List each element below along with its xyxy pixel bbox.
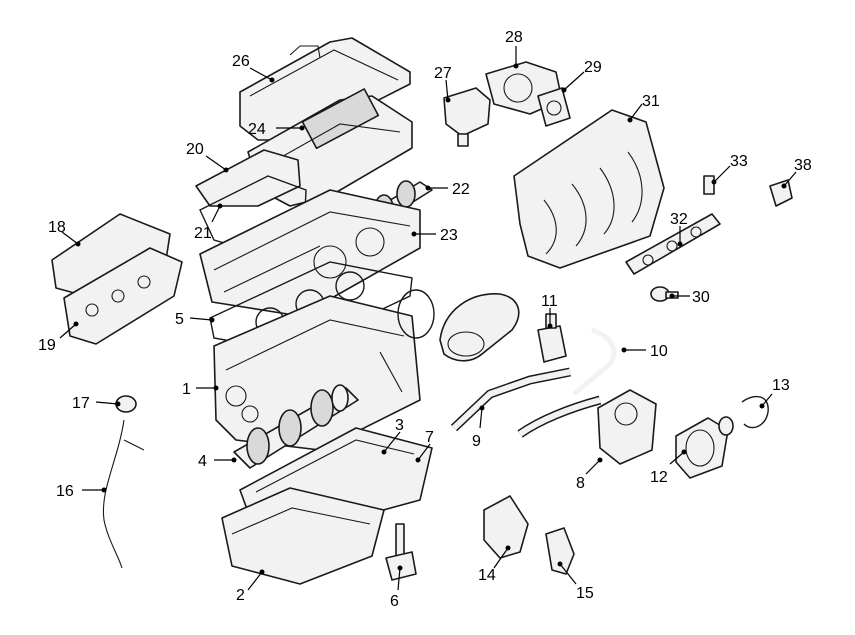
callout-29: 29 [584,59,602,76]
callout-38: 38 [794,157,812,174]
water-pump-part [675,416,734,479]
callout-33: 33 [730,153,748,170]
bracket-14-part [483,495,529,559]
crankshaft-part [233,384,359,469]
intake-elbow-part [397,289,520,362]
callout-13: 13 [772,377,790,394]
throttle-gasket-part [537,87,571,127]
engine-cover-part [239,37,411,141]
bracket-15-part [545,527,575,575]
sensor-30-part [650,286,679,302]
oil-pickup-part [385,523,417,581]
callout-24: 24 [248,121,266,138]
callout-31: 31 [642,93,660,110]
callout-5: 5 [175,311,184,328]
exhaust-manifold-part [51,213,183,345]
callout-28: 28 [505,29,523,46]
callout-10: 10 [650,343,668,360]
fuel-rail-part [625,213,721,275]
callout-30: 30 [692,289,710,306]
thermostat-housing-part [597,389,657,465]
callout-19: 19 [38,337,56,354]
sensor-38-part [769,179,793,207]
callout-7: 7 [425,429,434,446]
sensor-33-part [703,175,715,195]
callout-3: 3 [395,417,404,434]
callout-21: 21 [194,225,212,242]
cylinder-head-part [199,189,421,317]
callout-6: 6 [390,593,399,610]
callout-1: 1 [182,381,191,398]
callout-11: 11 [541,293,558,310]
ignition-coil-part [443,87,491,147]
callout-22: 22 [452,181,470,198]
callout-20: 20 [186,141,204,158]
callout-14: 14 [478,567,496,584]
callout-4: 4 [198,453,207,470]
callout-9: 9 [472,433,481,450]
callout-15: 15 [576,585,594,602]
callout-18: 18 [48,219,66,236]
callout-17: 17 [72,395,90,412]
intake-manifold-part [513,109,665,269]
callout-2: 2 [236,587,245,604]
callout-8: 8 [576,475,585,492]
gasket-13-part [741,395,769,429]
dipstick-part [102,395,145,569]
sensor-11-part [537,313,567,363]
oil-pan-part [221,487,385,585]
hose-9-part [450,367,602,438]
callout-26: 26 [232,53,250,70]
callout-23: 23 [440,227,458,244]
engine-block-part [213,295,421,451]
callout-16: 16 [56,483,74,500]
cover-20-part [195,149,301,207]
callout-32: 32 [670,211,688,228]
callout-27: 27 [434,65,452,82]
hose-10-part [572,327,617,396]
callout-12: 12 [650,469,668,486]
